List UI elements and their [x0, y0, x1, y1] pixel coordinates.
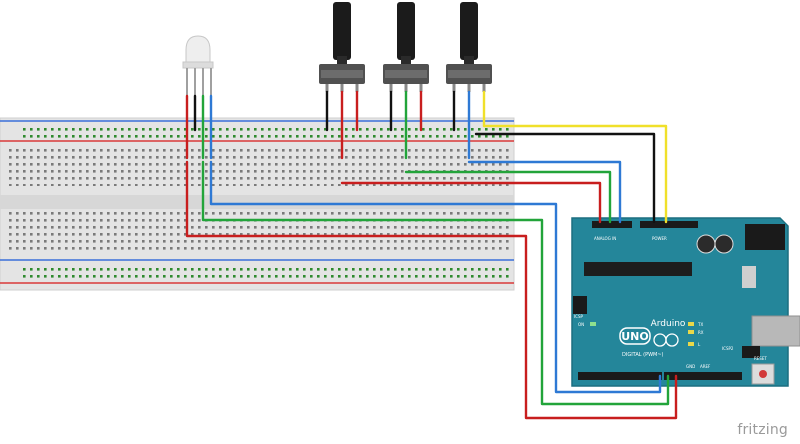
capacitor-2 — [714, 234, 734, 254]
icsp2-header — [742, 346, 760, 358]
breadboard — [0, 117, 515, 291]
icsp-header — [573, 296, 587, 314]
wire-led-red-to-pin — [185, 160, 678, 420]
capacitor-1 — [696, 234, 716, 254]
icsp2-label: ICSP2 — [722, 346, 734, 351]
icsp-label: ICSP — [574, 314, 584, 319]
brand-text: Arduino — [651, 319, 686, 329]
header-digital-low — [578, 372, 662, 380]
arduino-uno-board: UNO Arduino DIGITAL (PWM~) ANALOG IN POW… — [571, 217, 800, 387]
terminal-strip-top — [6, 146, 510, 186]
header-digital-high — [664, 372, 742, 380]
l-label: L — [698, 342, 701, 347]
uno-logo: UNO Arduino — [619, 319, 686, 347]
fritzing-watermark: fritzing — [737, 422, 788, 438]
wire-gnd-to-arduino — [474, 132, 656, 224]
header-power — [640, 221, 698, 228]
potentiometer-3 — [446, 2, 492, 92]
digital-header-label: DIGITAL (PWM~) — [622, 352, 664, 358]
led-on — [590, 322, 596, 326]
usb-port — [751, 315, 800, 347]
on-label: ON — [578, 322, 584, 327]
rx-label: RX — [698, 330, 704, 335]
reset-button-cap — [759, 370, 767, 378]
microcontroller-chip — [584, 262, 692, 276]
power-rail-bottom — [20, 264, 510, 278]
center-channel — [0, 195, 514, 209]
tx-label: TX — [697, 322, 703, 327]
led-rx — [688, 330, 694, 334]
logo-text: UNO — [621, 330, 649, 343]
wire-led-green-to-pin — [201, 160, 670, 406]
wire-5v-to-arduino — [482, 124, 668, 224]
reset-label: RESET — [754, 356, 767, 361]
wires — [185, 90, 678, 420]
wire-pot3-to-a2 — [467, 160, 622, 224]
analog-header-label: ANALOG IN — [594, 236, 616, 241]
power-jack — [745, 224, 785, 250]
header-analog — [592, 221, 632, 228]
aref-label: AREF — [700, 364, 711, 369]
led-l — [688, 342, 694, 346]
gnd-label: GND — [686, 364, 695, 369]
crystal — [742, 266, 756, 288]
potentiometer-1 — [319, 2, 365, 92]
wire-led-blue-to-pin — [209, 160, 662, 394]
power-rail-top — [20, 124, 510, 138]
rgb-led — [182, 35, 214, 96]
power-header-label: POWER — [652, 236, 667, 241]
wire-pot1-to-a0 — [340, 181, 602, 224]
wire-pot2-to-a1 — [404, 170, 612, 224]
potentiometer-2 — [383, 2, 429, 92]
led-tx — [688, 322, 694, 326]
terminal-strip-bottom — [6, 211, 510, 253]
